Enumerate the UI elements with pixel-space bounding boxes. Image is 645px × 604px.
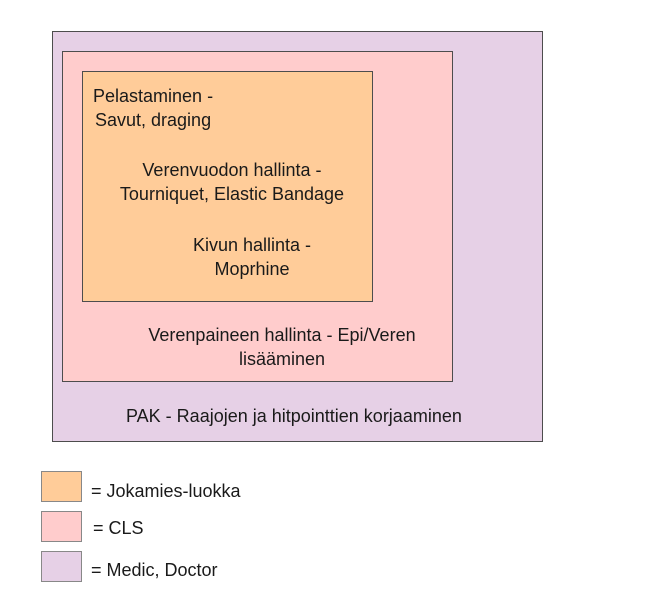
legend-label-medic: = Medic, Doctor [91,560,218,580]
verenvuodon-line-1: Verenvuodon hallinta - [142,160,322,180]
pelastaminen-line-1: Pelastaminen - [93,86,214,106]
pelastaminen-text: Pelastaminen - Savut, draging [93,84,213,132]
legend-swatch-medic [41,551,82,582]
verenvuodon-hallinta-text: Verenvuodon hallinta - Tourniquet, Elast… [100,158,364,206]
verenpaineen-hallinta-text: Verenpaineen hallinta - Epi/Veren lisääm… [118,323,446,371]
verenpaineen-line-2: lisääminen [238,349,326,369]
legend-swatch-cls [41,511,82,542]
pak-text: PAK - Raajojen ja hitpointtien korjaamin… [126,406,462,426]
kivun-hallinta-text: Kivun hallinta - Moprhine [170,233,334,281]
verenvuodon-line-2: Tourniquet, Elastic Bandage [119,184,345,204]
legend-label-cls: = CLS [93,518,144,538]
pelastaminen-line-2: Savut, draging [95,110,212,130]
kivun-line-2: Moprhine [214,259,290,279]
legend-label-jokamies: = Jokamies-luokka [91,481,241,501]
kivun-line-1: Kivun hallinta - [192,235,312,255]
verenpaineen-line-1: Verenpaineen hallinta - Epi/Veren [148,325,416,345]
legend-swatch-jokamies [41,471,82,502]
jokamies-box [82,71,373,302]
